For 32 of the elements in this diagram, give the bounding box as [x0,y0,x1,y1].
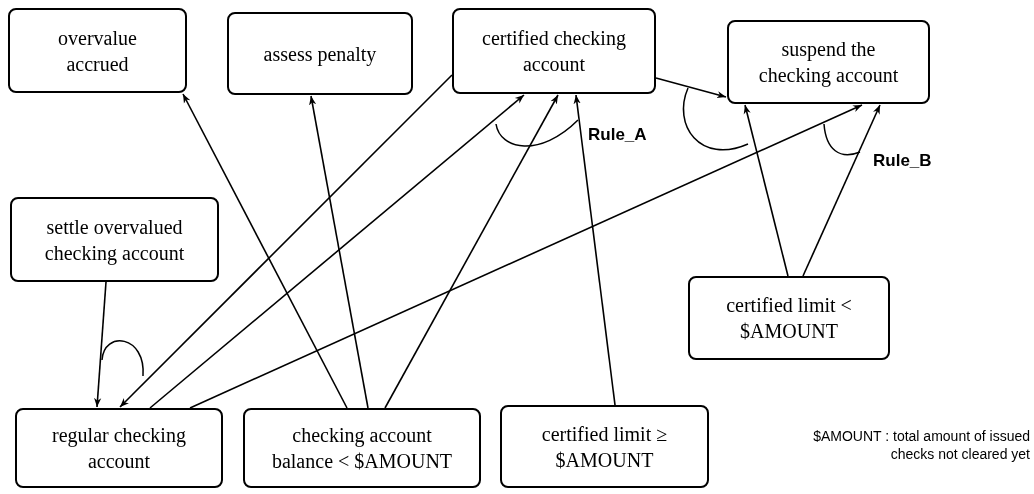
rule-label: Rule_B [873,150,932,172]
arrow [655,77,727,99]
box-text: certified limit < $AMOUNT [725,293,853,344]
arrow [384,94,559,409]
box-text: overvalue accrued [57,25,138,77]
box-text: certified limit ≥ $AMOUNT [540,421,669,473]
process-box [10,197,219,282]
box-text: settle overvalued checking account [43,214,186,266]
arrow [149,94,525,409]
arrow [802,104,881,277]
arrow [182,93,348,409]
arrow [743,104,789,277]
arrow [119,74,453,408]
process-box [688,276,890,360]
box-text: certified checking account [481,26,627,77]
arrow [189,104,863,409]
process-box [500,405,709,488]
process-box [8,8,187,93]
process-box [727,20,930,104]
arrow [573,94,616,406]
process-box [227,12,413,95]
process-box [452,8,656,94]
box-text: regular checking account [51,423,187,474]
note-text: $AMOUNT : total amount of issued checks not cleared yet [812,428,1030,463]
box-text: suspend the checking account [757,37,900,88]
box-text: assess penalty [263,41,377,67]
rule-label: Rule_A [588,124,647,146]
box-text: checking account balance < $AMOUNT [270,423,454,474]
arrow [94,281,107,408]
process-box [243,408,481,488]
arrow [309,95,369,409]
process-box [15,408,223,488]
